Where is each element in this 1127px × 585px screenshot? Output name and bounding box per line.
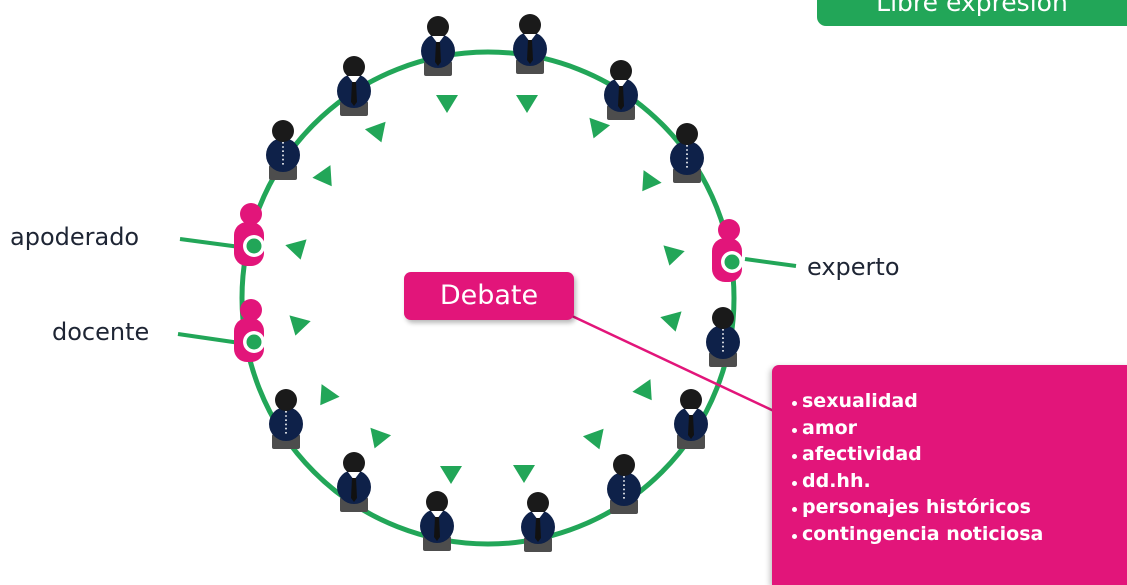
flow-arrow-icon — [582, 428, 604, 450]
topics-list: sexualidad amor afectividad dd.hh. perso… — [772, 365, 1127, 547]
flow-arrow-icon — [632, 379, 652, 401]
adult-icon — [234, 203, 265, 266]
student-icon — [674, 389, 708, 449]
flow-arrow-icon — [642, 170, 662, 192]
bullet-icon — [792, 454, 797, 459]
flow-arrow-icon — [663, 245, 685, 266]
connection-layer — [177, 49, 797, 547]
bullet-icon — [792, 533, 797, 539]
diagram-canvas — [177, 14, 797, 552]
student-icon — [670, 123, 704, 183]
bullet-icon — [792, 480, 797, 486]
flow-arrow-icon — [285, 239, 307, 260]
flow-arrow-icon — [513, 465, 535, 483]
debate-topics-connector — [571, 314, 777, 414]
student-icon — [421, 16, 455, 76]
libre-expresion-badge: Libre expresión — [817, 0, 1127, 26]
debate-diagram: Libre expresión Debate sexualidad amor a… — [10, 0, 1127, 585]
flow-arrow-icon — [436, 95, 458, 113]
flow-arrow-icon — [312, 165, 332, 187]
topic-item: sexualidad — [792, 388, 1127, 415]
student-icon — [513, 14, 547, 74]
bullet-icon — [792, 507, 797, 512]
topic-item: dd.hh. — [792, 468, 1127, 495]
topic-item: afectividad — [792, 441, 1127, 468]
flow-arrow-icon — [440, 466, 462, 484]
apoderado-connector — [179, 237, 241, 249]
adult-icon — [712, 219, 743, 282]
flow-arrow-icon — [364, 121, 386, 143]
experto-label: experto — [807, 253, 900, 281]
student-icon — [607, 454, 641, 514]
student-icon — [269, 389, 303, 449]
debate-label: Debate — [404, 272, 574, 320]
topics-panel: sexualidad amor afectividad dd.hh. perso… — [772, 365, 1127, 585]
flow-arrow-icon — [370, 427, 392, 449]
apoderado-label: apoderado — [10, 223, 140, 251]
flow-arrow-icon — [589, 117, 611, 139]
topic-item: contingencia noticiosa — [792, 521, 1127, 548]
adult-icon — [234, 299, 265, 362]
topic-item: personajes históricos — [792, 494, 1127, 521]
flow-arrow-icon — [660, 311, 682, 332]
docente-label: docente — [52, 318, 150, 346]
experto-connector — [744, 257, 797, 268]
student-icon — [420, 491, 454, 551]
student-icon — [706, 307, 740, 367]
participants-layer — [234, 14, 743, 552]
student-icon — [604, 60, 638, 120]
student-icon — [521, 492, 555, 552]
flow-arrow-icon — [516, 95, 538, 113]
topic-item: amor — [792, 415, 1127, 442]
seating-circle — [239, 49, 737, 547]
flow-arrow-icon — [320, 384, 340, 406]
bullet-icon — [792, 427, 797, 433]
student-icon — [266, 120, 300, 180]
student-icon — [337, 56, 371, 116]
bullet-icon — [792, 401, 797, 406]
arrows-layer — [285, 95, 685, 484]
flow-arrow-icon — [289, 315, 311, 336]
docente-connector — [177, 332, 241, 345]
student-icon — [337, 452, 371, 512]
